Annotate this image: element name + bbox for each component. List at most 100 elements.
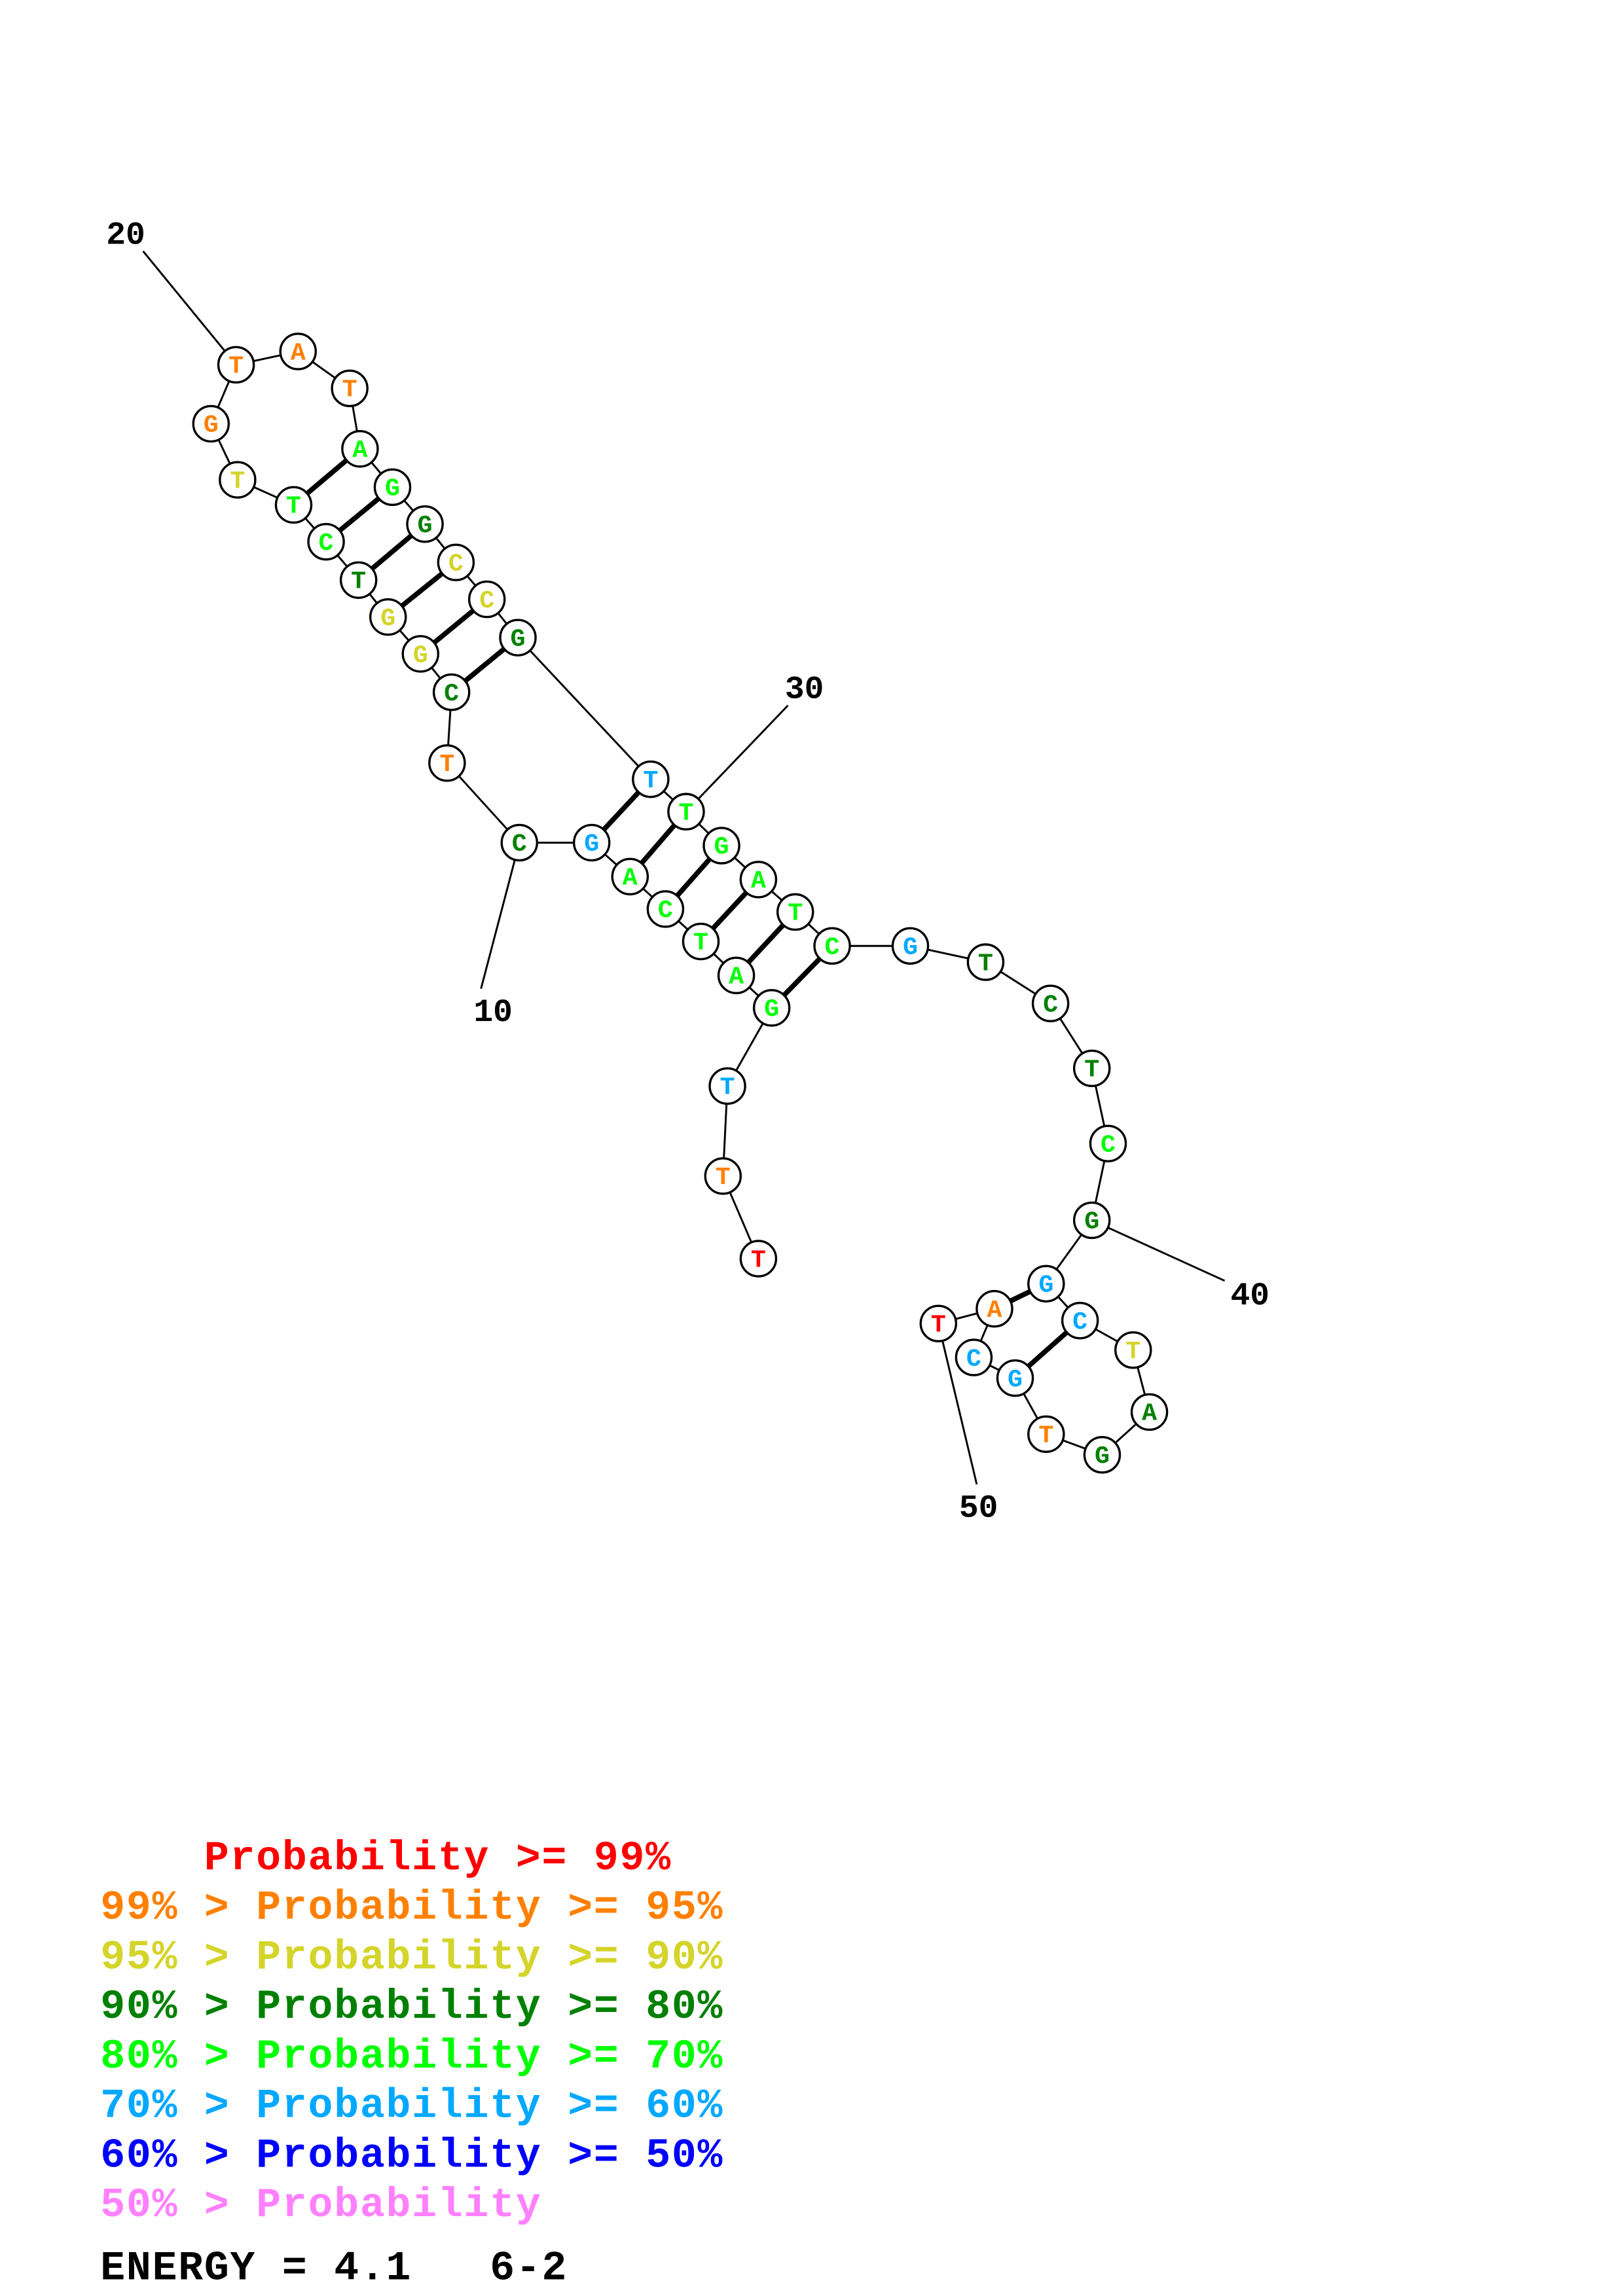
nucleotide-circle [955, 1338, 993, 1376]
nucleotide: C [646, 890, 685, 928]
nucleotide-letter: T [439, 750, 454, 779]
nucleotide: A [976, 1289, 1013, 1328]
leader-line [685, 704, 789, 813]
nucleotide: G [401, 635, 440, 673]
legend-entry: Probability >= 99% [100, 1835, 672, 1882]
nucleotide-letter: T [716, 1163, 731, 1192]
nucleotide: G [499, 619, 537, 656]
nucleotide-circle [219, 461, 257, 499]
nucleotide: T [428, 744, 466, 782]
legend-entry: 50% > Probability [100, 2181, 541, 2229]
nucleotide-letter: T [1125, 1337, 1140, 1366]
legend-entry: 60% > Probability >= 50% [100, 2132, 723, 2179]
nucleotide-letter: G [204, 411, 219, 440]
nucleotide-letter: G [511, 624, 526, 653]
nucleotide-circle [437, 543, 475, 582]
nucleotide-circle [499, 619, 537, 656]
nucleotide-circle [646, 890, 685, 928]
nucleotide-letter: C [1072, 1308, 1087, 1336]
nucleotide-letter: A [1142, 1399, 1157, 1428]
nucleotide-letter: T [351, 567, 366, 596]
energy-label: ENERGY = 4.1 6-2 [100, 2245, 568, 2292]
nucleotide-circle [401, 635, 440, 673]
nucleotide-letter: G [413, 641, 428, 670]
nucleotide-letter: A [729, 963, 744, 992]
leader-line [1091, 1219, 1226, 1282]
nucleotide-letter: T [720, 1073, 735, 1102]
nucleotide: A [279, 332, 317, 370]
nucleotide-circle [717, 956, 756, 995]
nucleotide-letter: C [512, 830, 527, 859]
legend-entry: 99% > Probability >= 95% [100, 1884, 723, 1931]
nucleotide-circle [752, 989, 791, 1027]
nucleotide-circle [1072, 1201, 1111, 1240]
nucleotide-letter: G [1084, 1208, 1099, 1236]
nucleotide-letter: C [1043, 990, 1058, 1019]
nucleotide: C [1031, 984, 1070, 1022]
leader-line [937, 1323, 978, 1485]
position-label: 30 [785, 672, 824, 708]
nucleotide-circle [1061, 1301, 1099, 1340]
nucleotide-letter: G [1095, 1442, 1110, 1471]
label-leader-lines [142, 250, 1226, 1485]
nucleotide: A [611, 857, 649, 896]
nucleotide-circle [307, 523, 345, 561]
nucleotide-circle [217, 346, 255, 384]
probability-legend: Probability >= 99%99% > Probability >= 9… [100, 1835, 723, 2229]
nucleotide-letter: T [788, 899, 803, 928]
nucleotide-circle [428, 744, 466, 782]
nucleotide-letter: C [479, 586, 494, 615]
nucleotide: A [717, 956, 756, 995]
nucleotide-circle [966, 943, 1005, 981]
position-label: 40 [1231, 1278, 1270, 1314]
nucleotide: T [739, 1240, 778, 1278]
nucleotide-circle [891, 927, 930, 965]
backbone-segment [517, 637, 651, 780]
nucleotide: A [739, 861, 778, 899]
position-label: 10 [473, 994, 513, 1031]
nucleotide: C [467, 580, 506, 619]
nucleotide: A [341, 430, 379, 468]
nucleotide-circle [1083, 1436, 1122, 1474]
nucleotide-circle [667, 793, 705, 831]
nucleotide: C [432, 673, 471, 711]
nucleotide-circle [1130, 1393, 1169, 1431]
nucleotide-circle [611, 857, 649, 896]
nucleotide: G [369, 598, 407, 636]
nucleotide: C [500, 823, 539, 862]
nucleotide: G [891, 927, 930, 965]
nucleotide-letter: C [825, 933, 840, 962]
nucleotide: A [1130, 1393, 1169, 1431]
nucleotide-circle [632, 760, 670, 798]
nucleotide: T [682, 922, 720, 961]
nucleotide-circle [432, 673, 471, 711]
position-label: 50 [959, 1490, 998, 1526]
nucleotide-letter: G [584, 830, 599, 859]
nucleotide: C [955, 1338, 993, 1376]
nucleotide: G [996, 1359, 1034, 1397]
nucleotide: T [1027, 1415, 1065, 1453]
nucleotide-letter: T [228, 352, 244, 381]
nucleotide-circle [1027, 1415, 1065, 1453]
legend-entry: 80% > Probability >= 70% [100, 2033, 723, 2080]
leader-line [142, 250, 237, 366]
nucleotide: G [406, 505, 444, 543]
leader-line [480, 842, 520, 989]
nucleotide: T [708, 1067, 746, 1105]
nucleotide: T [219, 461, 257, 499]
nucleotide-letter: T [230, 467, 245, 495]
nucleotide-letter: C [448, 550, 464, 579]
nucleotide: T [919, 1304, 958, 1342]
position-label: 20 [106, 217, 145, 254]
nucleotide-letter: T [286, 492, 301, 521]
nucleotide: T [274, 486, 313, 524]
nucleotide-letter: G [1008, 1365, 1023, 1394]
nucleotide-letter: C [444, 679, 459, 708]
nucleotide: T [667, 793, 705, 831]
nucleotide-letter: T [751, 1246, 766, 1274]
nucleotide: T [339, 561, 378, 600]
nucleotide-letter: C [658, 896, 673, 925]
nucleotide-letter: A [987, 1296, 1002, 1325]
